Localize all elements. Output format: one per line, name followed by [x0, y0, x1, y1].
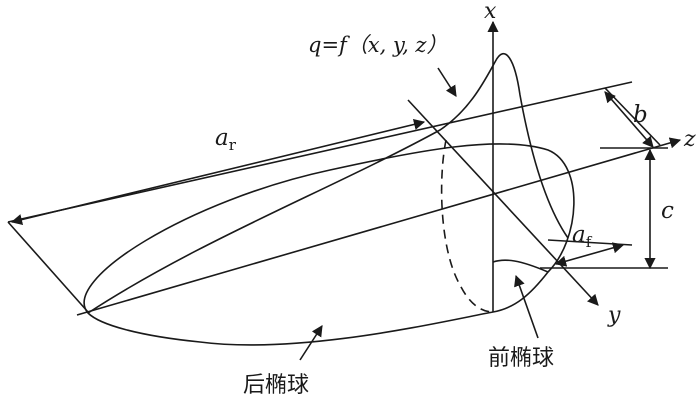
ellipsoid-outline — [83, 143, 575, 346]
ar-label: ar — [215, 125, 237, 154]
b-label: b — [633, 102, 648, 128]
front-ellipsoid-edge — [492, 259, 549, 273]
c-label: c — [661, 198, 674, 224]
cross-section-dashed — [440, 139, 494, 313]
heat-flux-curve — [87, 53, 569, 314]
y-axis-label: y — [607, 303, 621, 328]
af-dimension-arrow — [554, 242, 625, 267]
formula-leader — [437, 67, 457, 97]
front-ellipsoid-label: 前椭球 — [488, 346, 554, 371]
af-label: af — [572, 222, 593, 251]
rear-ellipsoid-label: 后椭球 — [243, 373, 309, 398]
formula-label: q=f（x, y, z） — [308, 33, 448, 57]
rear-extent-line — [7, 221, 89, 313]
y-axis — [407, 99, 599, 306]
rear-ellipsoid-leader — [299, 325, 323, 361]
ar-dimension-arrow — [10, 118, 426, 226]
z-axis-label: z — [683, 127, 696, 152]
z-axis — [76, 137, 682, 316]
x-axis-label: x — [484, 0, 497, 24]
b-dimension-arrow — [604, 91, 654, 148]
front-ellipsoid-leader — [514, 274, 539, 339]
